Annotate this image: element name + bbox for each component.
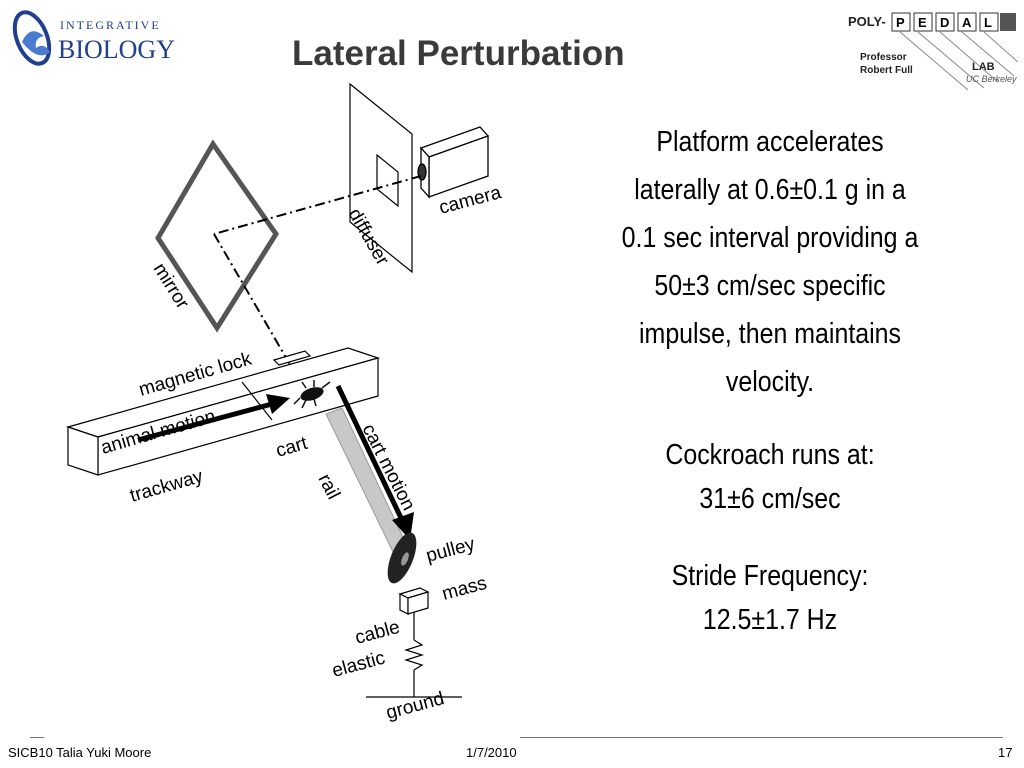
logo-professor: Professor xyxy=(860,52,907,63)
apparatus-diagram: camera diffuser mirror magnetic lock ani… xyxy=(65,82,504,724)
paragraph-line: Platform accelerates xyxy=(656,126,884,158)
paragraph-line: 50±3 cm/sec specific xyxy=(654,270,886,302)
paragraph-line: Cockroach runs at: xyxy=(665,439,875,471)
paragraph-platform: Platform accelerates laterally at 0.6±0.… xyxy=(585,118,955,406)
logo-lab: LAB xyxy=(972,61,995,73)
logo-pedal-boxes: P E D A L xyxy=(891,12,1016,32)
diffuser-panel xyxy=(349,82,413,274)
logo-uc-berkeley: UC Berkeley xyxy=(966,74,1017,84)
paragraph-line: 12.5±1.7 Hz xyxy=(702,604,838,636)
svg-text:E: E xyxy=(918,15,927,30)
integrative-biology-logo: INTEGRATIVE BIOLOGY xyxy=(12,10,175,66)
paragraph-stride-frequency: Stride Frequency: 12.5±1.7 Hz xyxy=(585,554,955,642)
paragraph-line: 31±6 cm/sec xyxy=(699,483,841,515)
paragraph-line: velocity. xyxy=(725,366,815,398)
elastic-spring xyxy=(403,639,425,671)
svg-text:L: L xyxy=(984,15,992,30)
label-rail: rail xyxy=(314,471,344,503)
svg-text:D: D xyxy=(940,15,949,30)
animal-motion-arrow xyxy=(266,394,290,414)
logo-poly-text: POLY- xyxy=(848,14,886,29)
svg-text:A: A xyxy=(962,15,972,30)
logo-diagonal-lines xyxy=(899,31,1018,91)
mirror-shape xyxy=(155,139,279,333)
label-mass: mass xyxy=(440,573,489,605)
footer-author: SICB10 Talia Yuki Moore xyxy=(8,745,152,760)
label-cable: cable xyxy=(353,617,402,649)
label-pulley: pulley xyxy=(424,534,478,567)
footer-page-number: 17 xyxy=(998,745,1013,760)
mass-shape xyxy=(398,587,430,615)
paragraph-line: 0.1 sec interval providing a xyxy=(621,222,919,254)
cockroach-shape xyxy=(293,380,331,409)
label-mirror: mirror xyxy=(149,260,193,314)
footer-rule-right xyxy=(520,737,1003,738)
label-ground: ground xyxy=(384,688,447,724)
camera-shape xyxy=(417,126,490,199)
label-elastic: elastic xyxy=(330,648,387,682)
svg-text:P: P xyxy=(896,15,905,30)
footer-date: 1/7/2010 xyxy=(466,745,517,760)
trackway-shape xyxy=(65,347,381,476)
logo-professor-name: Robert Full xyxy=(860,65,913,76)
polypedal-lab-logo: POLY- P E D A L Professor Robert Full LA… xyxy=(848,12,1018,91)
pulley-shape xyxy=(387,532,417,584)
paragraph-line: impulse, then maintains xyxy=(638,318,902,350)
logo-word-integrative: INTEGRATIVE xyxy=(60,18,161,32)
slide-title: Lateral Perturbation xyxy=(292,34,625,73)
paragraph-cockroach-speed: Cockroach runs at: 31±6 cm/sec xyxy=(585,433,955,521)
label-cart: cart xyxy=(274,433,311,462)
paragraph-line: Stride Frequency: xyxy=(671,560,869,592)
label-trackway: trackway xyxy=(128,466,206,507)
paragraph-line: laterally at 0.6±0.1 g in a xyxy=(634,174,906,206)
optical-path xyxy=(213,175,422,393)
footer-rule-left xyxy=(30,737,44,738)
logo-word-biology: BIOLOGY xyxy=(58,35,175,64)
